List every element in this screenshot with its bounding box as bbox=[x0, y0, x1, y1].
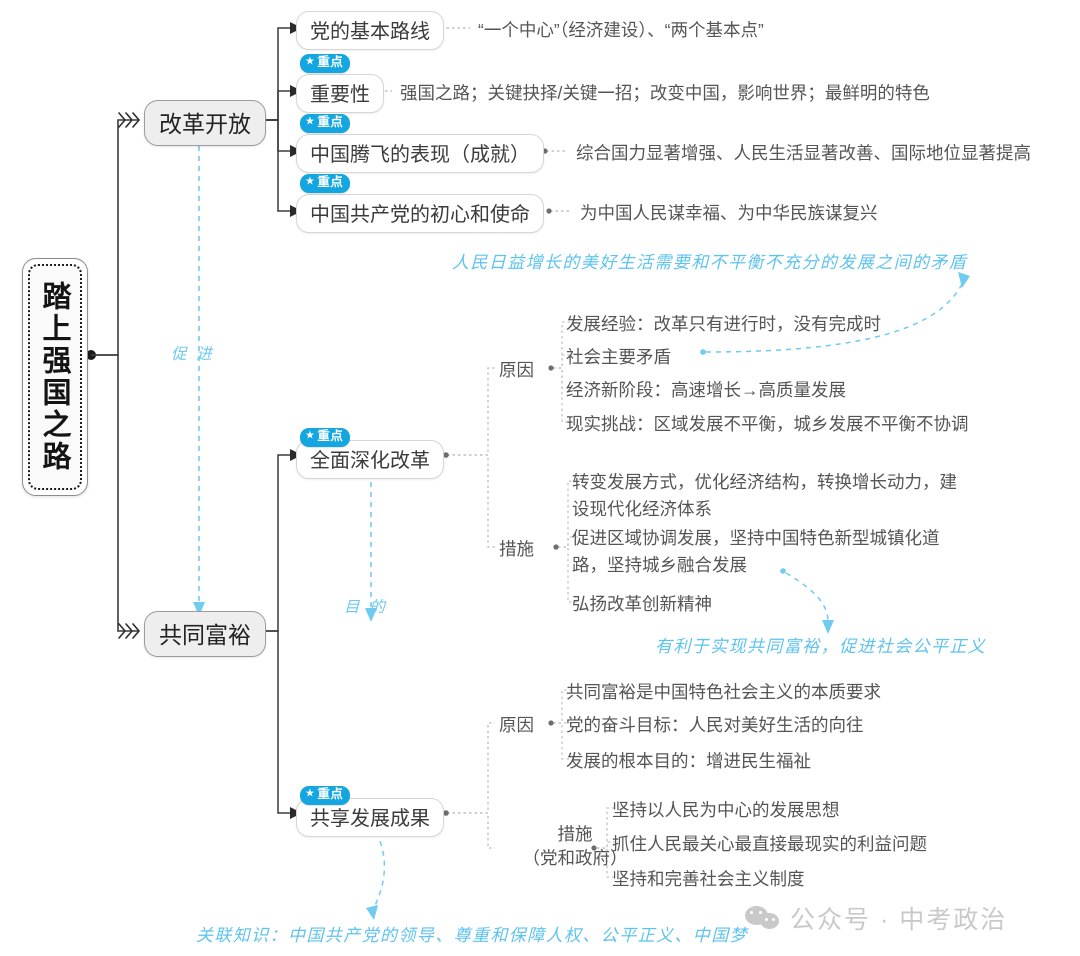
detail-china-takeoff: 综合国力显著增强、人民生活显著改善、国际地位显著提高 bbox=[576, 143, 1031, 163]
leaf-item: 社会主要矛盾 bbox=[566, 347, 671, 367]
detail-original-aspiration: 为中国人民谋幸福、为中华民族谋复兴 bbox=[580, 203, 878, 223]
leaf-item: 经济新阶段：高速增长→高质量发展 bbox=[566, 380, 846, 400]
key-badge-label: 重点 bbox=[317, 115, 344, 129]
node-label: 共享发展成果 bbox=[310, 808, 430, 830]
node-label: 重要性 bbox=[310, 84, 370, 106]
leaf-item: 党的奋斗目标：人民对美好生活的向往 bbox=[566, 715, 864, 735]
leaf-item: 发展经验：改革只有进行时，没有完成时 bbox=[566, 314, 881, 334]
key-badge-label: 重点 bbox=[317, 175, 344, 189]
key-badge: ★ 重点 bbox=[300, 114, 351, 133]
annotation-social-contradiction: 人民日益增长的美好生活需要和不平衡不充分的发展之间的矛盾 bbox=[452, 253, 968, 273]
detail-party-basic-line: “一个中心”（经济建设）、“两个基本点” bbox=[478, 20, 764, 40]
key-badge: ★ 重点 bbox=[300, 174, 351, 193]
branch-node-reform-opening[interactable]: 改革开放 bbox=[144, 100, 266, 146]
node-party-basic-line[interactable]: 党的基本路线 bbox=[296, 11, 444, 50]
wechat-icon bbox=[745, 904, 781, 932]
node-label: 全面深化改革 bbox=[310, 450, 430, 472]
node-china-takeoff[interactable]: 中国腾飞的表现（成就） bbox=[296, 134, 544, 173]
branch-node-label: 共同富裕 bbox=[159, 622, 251, 648]
leaf-item: 促进区域协调发展，坚持中国特色新型城镇化道路，坚持城乡融合发展 bbox=[572, 528, 940, 576]
watermark: 公众号 · 中考政治 bbox=[745, 900, 1007, 936]
branch-node-common-prosperity[interactable]: 共同富裕 bbox=[144, 611, 266, 657]
detail-importance: 强国之路；关键抉择/关键一招；改变中国，影响世界；最鲜明的特色 bbox=[400, 83, 930, 103]
leaf-item: 坚持和完善社会主义制度 bbox=[612, 869, 805, 889]
star-icon: ★ bbox=[305, 115, 316, 128]
group-label-measure-sub: （党和政府） bbox=[522, 847, 628, 868]
annotation-purpose: 目 的 bbox=[344, 598, 388, 616]
node-label: 党的基本路线 bbox=[310, 21, 430, 43]
star-icon: ★ bbox=[305, 429, 316, 442]
node-label: 中国共产党的初心和使命 bbox=[310, 204, 530, 226]
group-label-measure-gov: 措施 （党和政府） bbox=[520, 823, 630, 870]
group-label-cause: 原因 bbox=[499, 360, 534, 380]
root-node-label: 踏上强国之路 bbox=[38, 281, 72, 473]
annotation-promote: 促 进 bbox=[171, 345, 215, 363]
key-badge-label: 重点 bbox=[317, 429, 344, 443]
key-badge-label: 重点 bbox=[317, 55, 344, 69]
branch-node-label: 改革开放 bbox=[159, 111, 251, 137]
group-label-measure: 措施 bbox=[557, 824, 593, 844]
star-icon: ★ bbox=[305, 175, 316, 188]
leaf-item: 坚持以人民为中心的发展思想 bbox=[612, 800, 840, 820]
annotation-related-knowledge: 关联知识：中国共产党的领导、尊重和保障人权、公平正义、中国梦 bbox=[196, 926, 748, 946]
star-icon: ★ bbox=[305, 787, 316, 800]
group-label-cause: 原因 bbox=[499, 715, 534, 735]
key-badge: ★ 重点 bbox=[300, 786, 351, 805]
watermark-label: 公众号 · 中考政治 bbox=[790, 906, 1008, 934]
node-original-aspiration[interactable]: 中国共产党的初心和使命 bbox=[296, 194, 544, 233]
key-badge-label: 重点 bbox=[317, 787, 344, 801]
leaf-item: 抓住人民最关心最直接最现实的利益问题 bbox=[612, 834, 927, 854]
root-node-inner: 踏上强国之路 bbox=[28, 264, 82, 490]
leaf-item: 弘扬改革创新精神 bbox=[572, 594, 712, 614]
annotation-benefit: 有利于实现共同富裕，促进社会公平正义 bbox=[655, 637, 987, 657]
key-badge: ★ 重点 bbox=[300, 54, 351, 73]
root-node[interactable]: 踏上强国之路 bbox=[22, 258, 88, 496]
group-label-measure: 措施 bbox=[499, 539, 534, 559]
node-label: 中国腾飞的表现（成就） bbox=[310, 144, 530, 166]
key-badge: ★ 重点 bbox=[300, 428, 351, 447]
leaf-item: 转变发展方式，优化经济结构，转换增长动力，建设现代化经济体系 bbox=[572, 472, 957, 520]
leaf-item: 现实挑战：区域发展不平衡，城乡发展不平衡不协调 bbox=[566, 414, 969, 434]
node-importance[interactable]: 重要性 bbox=[296, 74, 384, 113]
leaf-item: 共同富裕是中国特色社会主义的本质要求 bbox=[566, 682, 881, 702]
leaf-item: 发展的根本目的：增进民生福祉 bbox=[566, 751, 811, 771]
star-icon: ★ bbox=[305, 55, 316, 68]
